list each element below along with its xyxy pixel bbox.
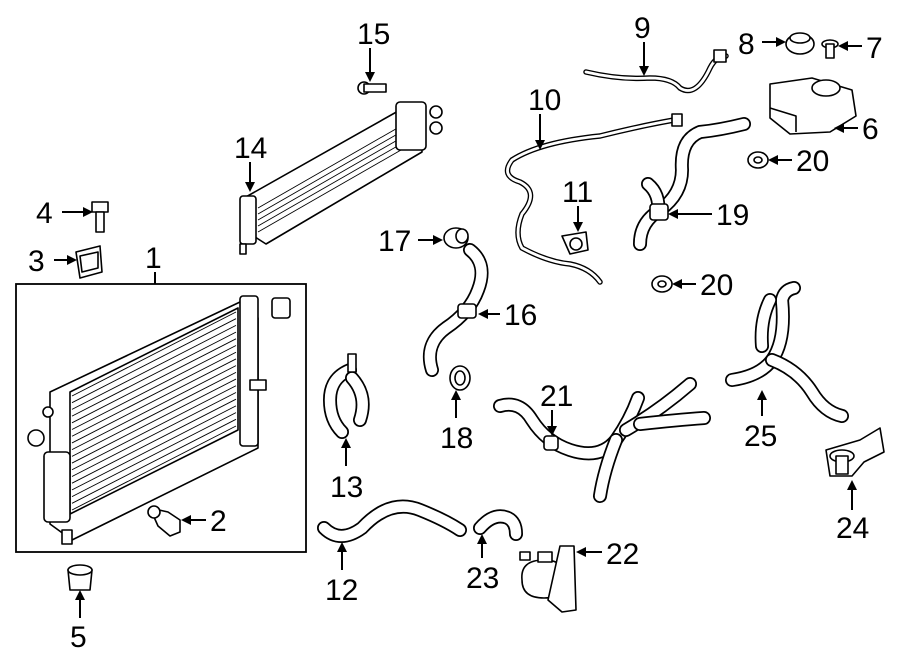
clamp-18 [449,365,471,391]
hose-19 [633,117,751,251]
radiator-isolator [75,245,103,279]
hose-13 [323,353,370,439]
radiator-fin-line [71,371,237,457]
callout-20-lower: 20 [700,269,733,302]
radiator-fin-line [71,425,237,511]
callout-6: 6 [862,113,879,146]
aux-pump [519,545,577,613]
callout-7: 7 [866,32,883,65]
radiator-fin-line [71,405,237,491]
hose-25 [725,281,849,423]
callout-25: 25 [744,420,777,453]
callout-21: 21 [540,380,573,413]
reservoir-cap [785,32,815,55]
callout-17: 17 [378,225,411,258]
hose-21 [493,377,711,503]
callout-13: 13 [330,471,363,504]
radiator-fin-line [71,398,237,484]
thermostat-housing [825,427,885,477]
callout-9: 9 [634,12,651,45]
auxiliary-radiator [239,101,443,255]
cap-17 [443,227,469,249]
callout-11: 11 [562,176,593,209]
drain-plug [147,505,181,537]
callout-23: 23 [466,562,499,595]
grommet-20-upper [747,151,769,169]
callout-20-upper: 20 [796,145,829,178]
callout-10: 10 [528,84,561,117]
wire-9 [583,49,729,94]
callout-1: 1 [145,242,162,275]
bolt-4 [91,201,109,233]
clip-11 [561,231,589,255]
radiator-fin-line [71,365,237,451]
hose-23 [473,509,523,541]
bolt-15 [357,81,387,95]
callout-12: 12 [325,574,358,607]
bolt-7 [821,39,839,59]
radiator-fin-line [71,412,237,497]
callout-3: 3 [28,245,45,278]
callout-18: 18 [440,422,473,455]
callout-19: 19 [716,199,749,232]
radiator-fin-line [71,345,237,430]
radiator-fin-line [71,392,237,477]
radiator-fin-line [71,418,237,504]
radiator-group-box [15,283,307,553]
lower-isolator [67,564,93,591]
wire-10 [504,113,683,285]
coolant-reservoir [769,77,857,135]
hose-16 [422,243,489,377]
callout-22: 22 [606,538,639,571]
callout-4: 4 [36,197,53,230]
radiator-fin-line [71,338,237,424]
callout-15: 15 [357,18,390,51]
radiator-fin-line [71,311,237,397]
lower-hose [317,499,467,543]
radiator-fin-line [71,378,237,464]
callout-16: 16 [504,299,537,332]
callout-14: 14 [234,132,267,165]
grommet-20-lower [651,275,673,293]
radiator-fin-line [71,325,237,410]
callout-8: 8 [738,28,755,61]
callout-5: 5 [70,621,87,654]
radiator-fin-line [71,318,237,404]
radiator-fin-line [71,331,237,417]
radiator [27,295,291,545]
callout-2: 2 [210,505,227,538]
callout-24: 24 [836,512,869,545]
radiator-fin-line [71,351,237,437]
radiator-fin-line [71,358,237,444]
radiator-fin-line [71,385,237,471]
